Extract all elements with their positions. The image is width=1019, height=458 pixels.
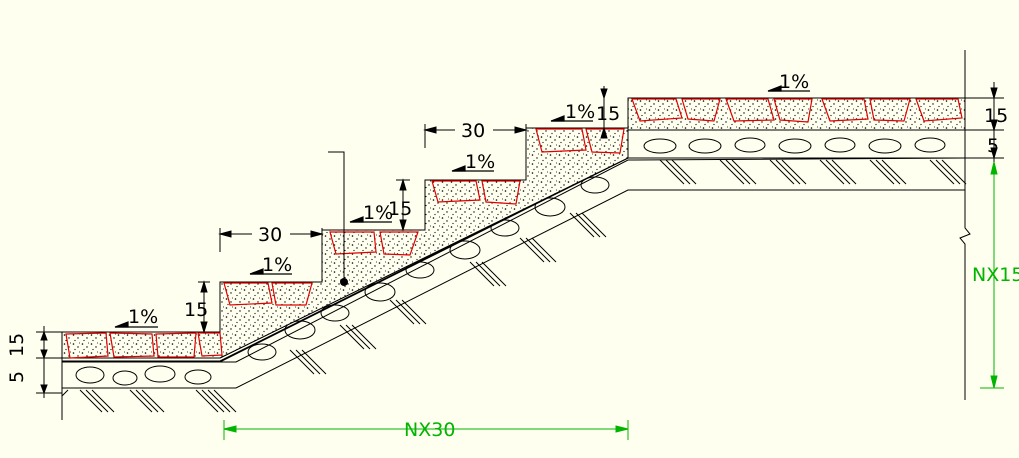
- left-base-bottom-label: 5: [6, 371, 28, 383]
- leader-line: [328, 151, 348, 286]
- ground-hatching: [61, 159, 967, 420]
- slope-label: 1%: [363, 202, 393, 224]
- rubble-stones: [75, 137, 946, 386]
- right-boundary: [959, 50, 971, 400]
- slope-label: 1%: [128, 306, 158, 328]
- total-height-label: NX15: [972, 264, 1019, 286]
- left-layer-dimensions: [36, 326, 62, 398]
- right-bottom-layer-label: 5: [987, 135, 999, 157]
- slope-labels: 1% 1% 1% 1% 1% 1%: [128, 71, 809, 328]
- total-span-label: NX30: [404, 419, 455, 441]
- slope-label: 1%: [565, 101, 595, 123]
- riser-dimension-label: 15: [388, 198, 412, 220]
- slope-markers: [114, 85, 810, 328]
- right-layer-dimensions: [965, 82, 1004, 162]
- right-top-layer-label: 15: [984, 105, 1008, 127]
- paving-stones: [65, 98, 963, 359]
- slope-label: 1%: [779, 71, 809, 93]
- tread-dimension-label: 30: [258, 224, 282, 246]
- riser-dimensions: [198, 86, 608, 334]
- slope-label: 1%: [465, 151, 495, 173]
- total-height-dimension: [980, 161, 1004, 389]
- left-base-top-label: 15: [6, 333, 28, 357]
- total-span-dimension: [223, 420, 629, 440]
- slope-label: 1%: [262, 254, 292, 276]
- tread-label-bg: [252, 222, 290, 244]
- tread-dimension-label: 30: [461, 120, 485, 142]
- riser-dimension-label: 15: [596, 103, 620, 125]
- riser-dimension-label: 15: [184, 299, 208, 321]
- tread-label-bg: [455, 118, 493, 140]
